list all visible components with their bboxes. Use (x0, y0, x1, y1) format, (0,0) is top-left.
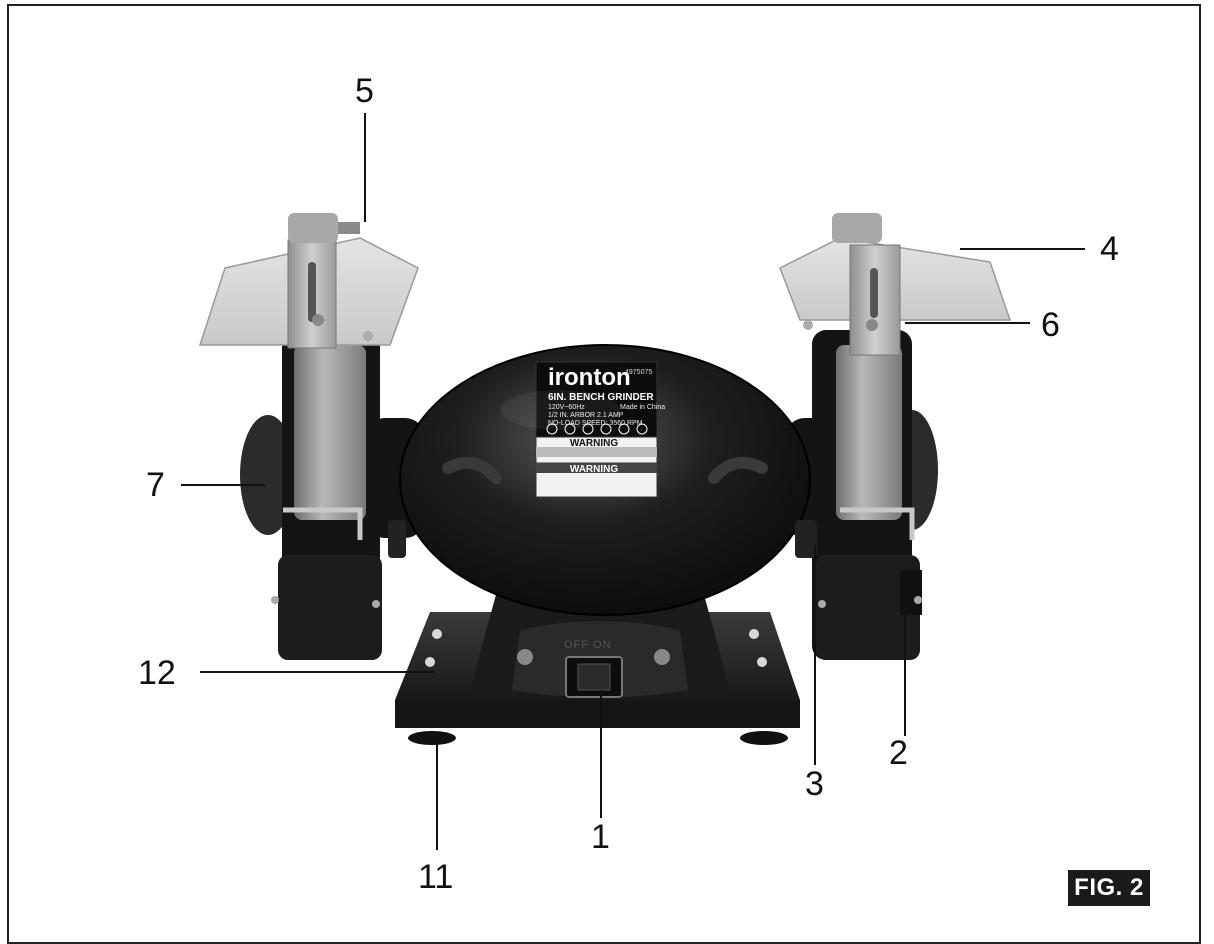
mounting-hole (749, 629, 759, 639)
mounting-hole (425, 657, 435, 667)
callout-6: 6 (1041, 306, 1060, 344)
figure-tag: FIG. 2 (1068, 870, 1150, 906)
right-grinding-wheel (836, 345, 902, 520)
manual-icon (600, 423, 612, 435)
right-wheel-assembly (779, 213, 1012, 660)
leader-lines (181, 113, 1085, 850)
callout-7: 7 (146, 466, 165, 504)
model-number: 4975075 (625, 369, 653, 376)
left-grinding-wheel (294, 345, 366, 520)
switch-label: OFF ON (564, 639, 612, 651)
gloves-icon (618, 423, 630, 435)
switch-housing (512, 621, 688, 698)
product-line: 6IN. BENCH GRINDER (548, 392, 654, 403)
callout-3: 3 (805, 765, 824, 803)
spec-line: 120V~60Hz (548, 404, 585, 411)
right-wheel-guard-knob (795, 520, 817, 558)
callout-2: 2 (889, 734, 908, 772)
spec-line: NO-LOAD SPEED: 3560 RPM (548, 420, 643, 427)
dust-mask-icon (564, 423, 576, 435)
warning-heading-2: WARNING (569, 464, 619, 475)
callout-11: 11 (418, 858, 454, 896)
left-tool-rest (283, 507, 363, 540)
brand-logo: ironton (548, 364, 631, 391)
warning-icon (636, 423, 648, 435)
safety-glasses-icon (546, 423, 558, 435)
spec-plate (535, 361, 658, 438)
mounting-hole (432, 629, 442, 639)
callout-5: 5 (355, 72, 374, 110)
spec-line: 1/2 IN. ARBOR 2.1 AMP (548, 412, 624, 419)
callout-4: 4 (1100, 230, 1119, 268)
motor-housing (365, 344, 845, 616)
right-tool-rest (840, 507, 915, 540)
origin-text: Made in China (620, 404, 666, 411)
callout-1: 1 (591, 818, 610, 856)
rubber-foot (408, 731, 456, 745)
callout-12: 12 (138, 654, 176, 692)
ear-protection-icon (582, 423, 594, 435)
left-wheel-assembly (198, 213, 419, 660)
warning-heading-1: WARNING (569, 438, 619, 449)
mounting-hole (757, 657, 767, 667)
rubber-foot (740, 731, 788, 745)
